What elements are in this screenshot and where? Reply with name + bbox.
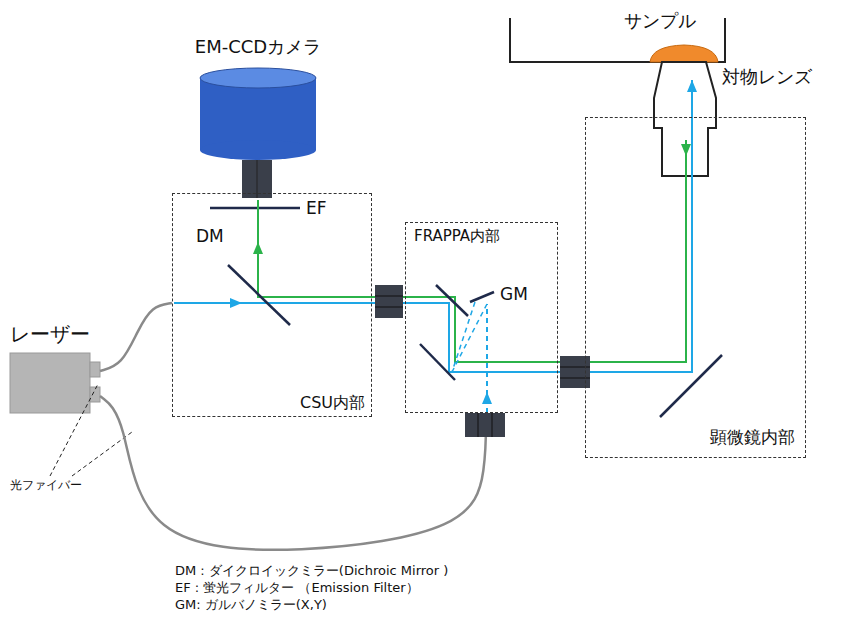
node-label: EM-CCDカメラ (195, 36, 321, 58)
node-label: 顕微鏡内部 (710, 427, 795, 447)
mirror (420, 344, 455, 380)
part-name: GM (500, 284, 528, 304)
objective-node: 対物レンズ (650, 62, 818, 178)
dichroic-mirror (228, 265, 290, 325)
node-label: レーザー (10, 322, 90, 346)
sample (650, 45, 718, 62)
microscope-box: 顕微鏡内部 (585, 117, 806, 458)
scan-beam (452, 304, 487, 372)
part-name: EF (306, 198, 327, 218)
key-line: EF : 蛍光フィルター （Emission Filter） (175, 580, 419, 596)
arrowhead (681, 144, 691, 156)
laser-body (10, 353, 100, 413)
optical-fiber (100, 396, 486, 550)
mirror (660, 355, 722, 417)
mirror (436, 285, 468, 316)
node-label: CSU内部 (300, 393, 365, 412)
arrowhead (230, 298, 242, 308)
part-name: DM (196, 226, 224, 246)
node-label: 対物レンズ (722, 66, 812, 88)
frappa-box: FRAPPA内部 (405, 222, 558, 413)
sample-node: サンプル (540, 8, 780, 38)
leader-line (72, 432, 132, 476)
arrowhead (482, 392, 492, 404)
arrowhead (687, 80, 697, 92)
excitation-beam (174, 80, 692, 372)
arrowhead (253, 242, 263, 254)
key-line: DM : ダイクロイックミラー(Dichroic Mirror ) (175, 563, 448, 579)
emission-filter (210, 207, 300, 210)
emission-beam (258, 140, 686, 362)
laser-node: レーザー (6, 322, 100, 417)
key-line: GM: ガルバノミラー(X,Y) (175, 597, 327, 613)
optical-fiber (100, 303, 172, 371)
camera-node: EM-CCDカメラ (180, 30, 336, 160)
part-name: 光ファイバー (10, 478, 82, 492)
node-label: サンプル (624, 10, 696, 32)
node-label: FRAPPA内部 (414, 227, 500, 245)
em-ccd-camera (200, 68, 316, 198)
galvo-mirror (470, 292, 494, 302)
